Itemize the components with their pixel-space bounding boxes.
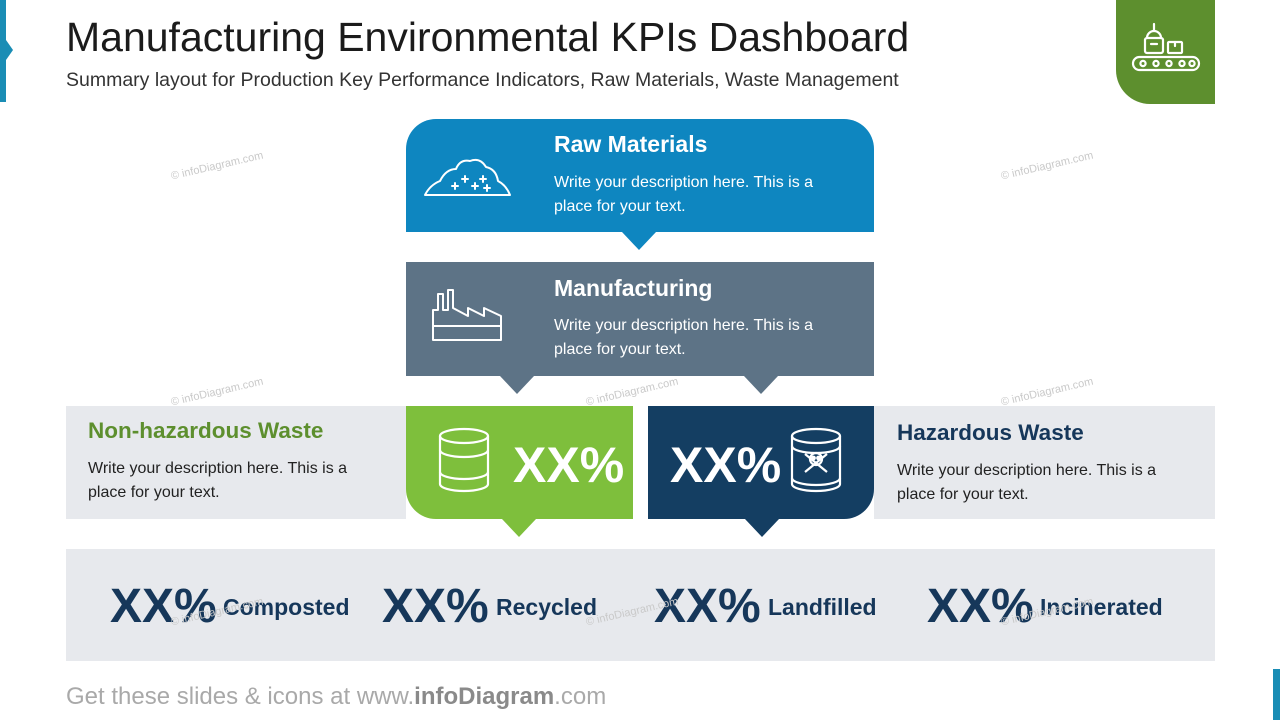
page-title: Manufacturing Environmental KPIs Dashboa… (66, 14, 910, 60)
landfilled-value: XX% (654, 580, 761, 633)
hazardous-pointer (745, 519, 779, 537)
page-subtitle: Summary layout for Production Key Perfor… (66, 69, 899, 91)
footer-brand: infoDiagram (414, 683, 555, 710)
manufacturing-description: Write your description here. This is a p… (554, 317, 814, 358)
raw-materials-description: Write your description here. This is a p… (554, 174, 814, 215)
incinerated-label: Incinerated (1040, 594, 1163, 620)
watermark: © infoDiagram.com (584, 375, 680, 409)
left-accent-tip (6, 40, 13, 60)
conveyor-icon (1131, 22, 1201, 72)
composted-value: XX% (110, 580, 217, 633)
barrel-icon (438, 427, 490, 493)
non-hazardous-value: XX% (513, 437, 625, 493)
manufacturing-pointer-right (744, 376, 778, 394)
hazardous-card: XX% (648, 406, 874, 519)
waste-stats-panel (66, 549, 1215, 661)
right-accent-bar (1273, 669, 1280, 720)
incinerated-value: XX% (927, 580, 1034, 633)
recycled-value: XX% (382, 580, 489, 633)
composted-label: Composted (223, 594, 350, 620)
hazardous-panel (874, 406, 1215, 519)
recycled-label: Recycled (496, 594, 598, 620)
raw-pointer (622, 232, 656, 250)
watermark: © infoDiagram.com (169, 149, 265, 183)
raw-materials-card: Raw Materials Write your description her… (406, 119, 874, 232)
footer-suffix: .com (554, 683, 607, 710)
raw-materials-title: Raw Materials (554, 131, 708, 157)
manufacturing-title: Manufacturing (554, 275, 713, 301)
hazard-barrel-icon (790, 427, 842, 493)
non-hazardous-card: XX% (406, 406, 633, 519)
footer-prefix: Get these slides & icons at www. (66, 683, 415, 710)
landfilled-label: Landfilled (768, 594, 877, 620)
footer-credit: Get these slides & icons at www.infoDiag… (66, 683, 606, 711)
watermark: © infoDiagram.com (169, 375, 265, 409)
non-hazardous-description: Write your description here. This is a p… (88, 460, 348, 501)
manufacturing-card: Manufacturing Write your description her… (406, 262, 874, 376)
non-hazardous-panel (66, 406, 406, 519)
watermark: © infoDiagram.com (999, 375, 1095, 409)
left-accent-bar (0, 0, 6, 102)
corner-badge (1116, 0, 1215, 104)
hazardous-title: Hazardous Waste (897, 420, 1084, 445)
hazardous-description: Write your description here. This is a p… (897, 462, 1157, 503)
watermark: © infoDiagram.com (999, 149, 1095, 183)
raw-pile-icon (424, 158, 511, 196)
factory-icon (432, 289, 502, 341)
non-hazardous-title: Non-hazardous Waste (88, 418, 324, 443)
non-hazardous-pointer (502, 519, 536, 537)
manufacturing-pointer-left (500, 376, 534, 394)
hazardous-value: XX% (670, 437, 782, 493)
